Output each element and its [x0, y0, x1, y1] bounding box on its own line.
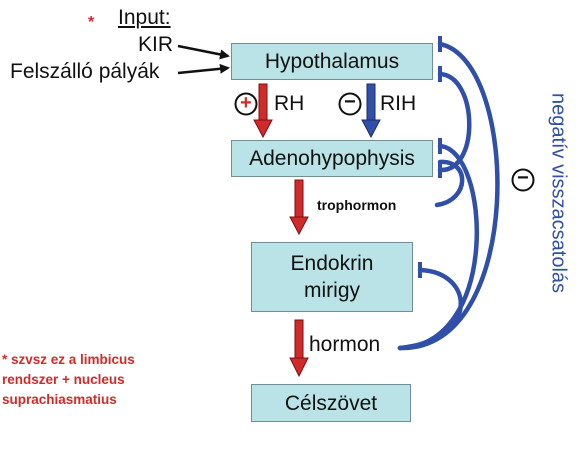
hormon-arrow — [289, 319, 309, 378]
footnote-line1: * szvsz ez a limbicus — [2, 352, 135, 367]
footnote-line3: suprachiasmatius — [2, 392, 117, 407]
rh-label: RH — [274, 92, 305, 115]
trophormon-label: trophormon — [317, 197, 397, 213]
kir-input-arrow — [177, 44, 230, 60]
endokrin-line1: Endokrin — [290, 252, 374, 275]
rh-plus-circle — [234, 92, 258, 116]
input-title: Input: — [118, 6, 171, 29]
input-afferent-pathways: Felszálló pályák — [10, 60, 160, 83]
trophormon-arrow — [289, 179, 309, 236]
adenohypophysis-box: Adenohypophysis — [231, 140, 433, 177]
rih-minus-sign: − — [344, 91, 356, 113]
footnote: * szvsz ez a limbicus rendszer + nucleus… — [2, 350, 192, 410]
negative-feedback-label: negatív visszacsatolás — [547, 92, 570, 294]
rih-minus-circle — [338, 92, 362, 116]
feedback-minus-sign: − — [517, 167, 529, 189]
celszovet-box: Célszövet — [251, 384, 411, 422]
afferent-input-arrow — [177, 63, 230, 75]
rh-plus-sign: + — [240, 92, 252, 114]
rh-arrow — [253, 83, 273, 139]
input-asterisk: * — [88, 14, 95, 31]
input-kir: KIR — [138, 33, 174, 56]
hormon-label: hormon — [309, 333, 381, 356]
rih-label: RIH — [380, 92, 417, 115]
endokrin-line2: mirigy — [304, 279, 360, 302]
feedback-minus-circle — [511, 168, 535, 192]
inhibition-bars — [418, 36, 442, 278]
rih-arrow — [361, 83, 381, 139]
negative-feedback-lines — [397, 41, 500, 351]
endokrin-mirigy-box: Endokrin mirigy — [251, 242, 413, 312]
footnote-line2: rendszer + nucleus — [2, 372, 125, 387]
hypothalamus-box: Hypothalamus — [231, 43, 433, 80]
